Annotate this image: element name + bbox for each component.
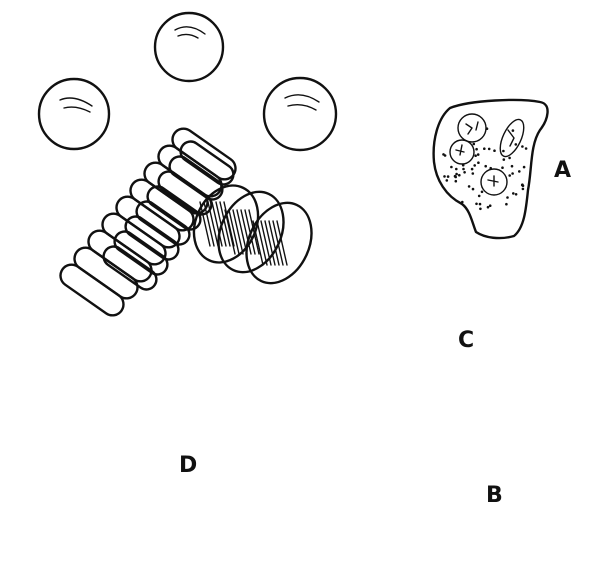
label-d: D xyxy=(179,453,198,478)
red-cell-top xyxy=(153,11,225,83)
label-a: A xyxy=(554,158,572,183)
label-c: C xyxy=(458,328,475,353)
label-b: B xyxy=(486,483,503,508)
cell-a xyxy=(432,98,549,240)
red-cell-rouleau xyxy=(59,127,237,317)
oval-cells xyxy=(192,184,313,285)
red-cell-left xyxy=(37,77,111,151)
red-cell-right xyxy=(262,76,338,152)
